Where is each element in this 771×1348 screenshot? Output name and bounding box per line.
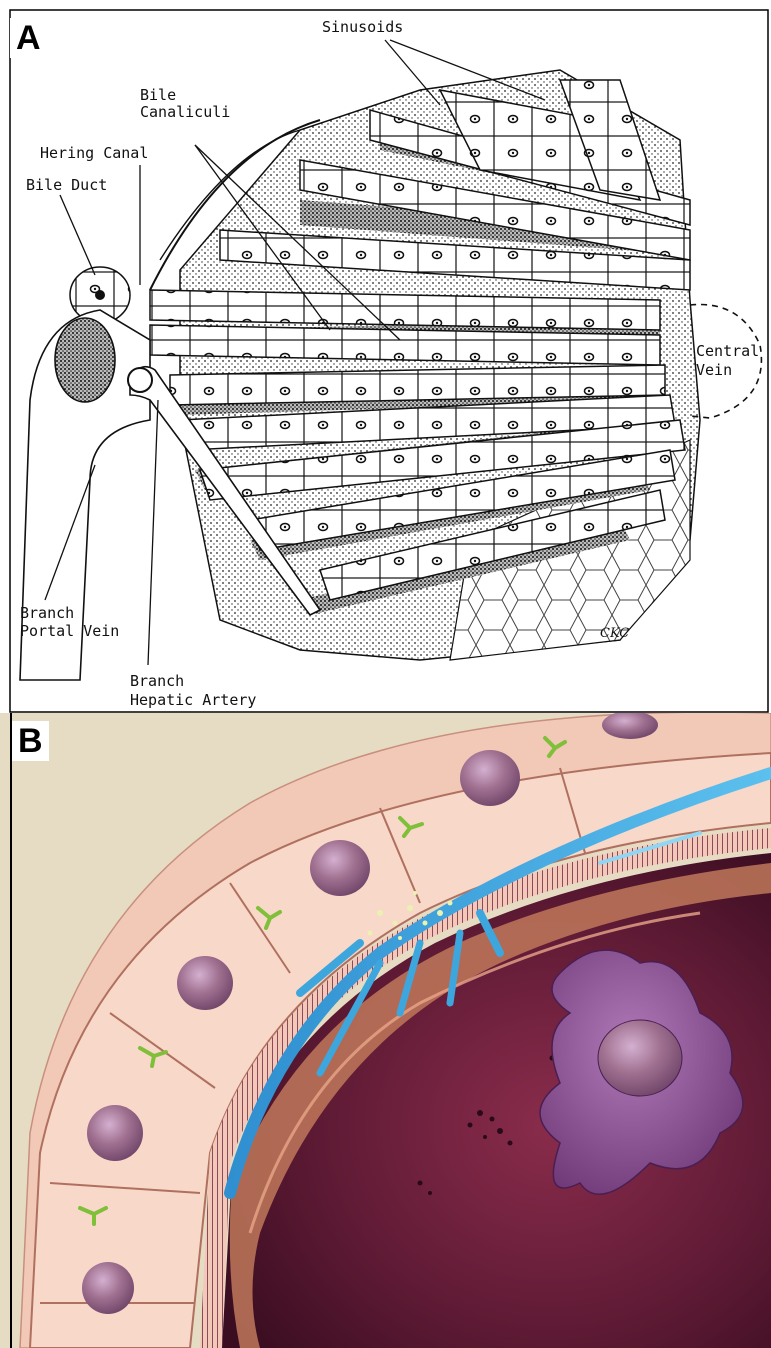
panel-b-left-rule — [10, 713, 12, 1348]
portal-vein-lumen — [55, 318, 115, 402]
label-bile-canaliculi-1: Bile — [140, 86, 176, 104]
label-portal-vein-2: Portal Vein — [20, 622, 119, 640]
panel-letter-b: B — [12, 721, 49, 761]
liver-lobule-line-drawing: Sinusoids Bile Canaliculi Hering Canal B… — [0, 0, 771, 713]
liver-sinusoid-color-illustration — [0, 713, 771, 1348]
label-hering-canal: Hering Canal — [40, 144, 148, 162]
label-portal-vein-1: Branch — [20, 604, 74, 622]
panel-letter-a: A — [10, 18, 47, 58]
label-central-vein-2: Vein — [696, 361, 732, 379]
label-central-vein-1: Central — [696, 342, 759, 360]
label-bile-canaliculi-2: Canaliculi — [140, 103, 230, 121]
panel-b: B — [0, 713, 771, 1348]
label-hepatic-artery-1: Branch — [130, 672, 184, 690]
artist-signature: CKC — [600, 626, 629, 641]
hepatic-artery-lumen — [128, 368, 152, 392]
panel-a: Sinusoids Bile Canaliculi Hering Canal B… — [0, 0, 771, 713]
label-hepatic-artery-2: Hepatic Artery — [130, 691, 256, 709]
label-sinusoids: Sinusoids — [322, 18, 403, 36]
label-bile-duct: Bile Duct — [26, 176, 107, 194]
